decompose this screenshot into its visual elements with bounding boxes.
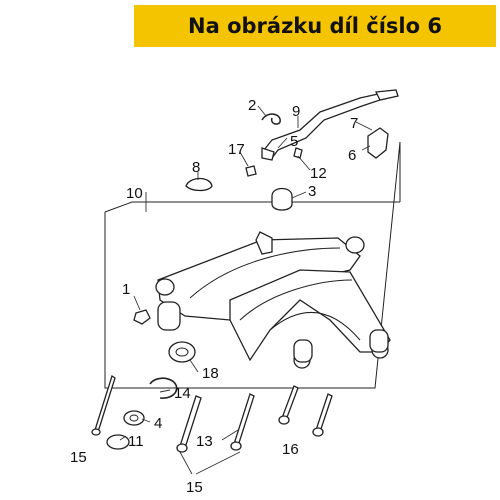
part-14-circlip <box>149 377 178 399</box>
callout-leaders <box>119 105 373 475</box>
part-9-rod <box>261 89 399 161</box>
callout-5: 5 <box>290 133 298 150</box>
callout-9: 9 <box>292 103 300 120</box>
callout-15-bottom: 15 <box>186 479 203 496</box>
callout-7: 7 <box>350 115 358 132</box>
callout-3: 3 <box>308 183 316 200</box>
callout-12: 12 <box>310 165 327 182</box>
part-3-bushing <box>271 187 293 211</box>
swingarm-frame-box <box>104 141 401 389</box>
callout-17: 17 <box>228 141 245 158</box>
callout-15-left: 15 <box>70 449 87 466</box>
part-4-washer <box>123 410 145 426</box>
part-17-bolt <box>245 165 257 177</box>
part-1-nut <box>133 309 151 325</box>
callout-16: 16 <box>282 441 299 458</box>
part-11-cap <box>106 434 130 450</box>
swingarm-part <box>155 231 391 369</box>
part-8-clip <box>185 177 213 192</box>
part-18-bushing <box>168 341 196 363</box>
callout-6: 6 <box>348 147 356 164</box>
callout-18: 18 <box>202 365 219 382</box>
swingarm-frame-box-top <box>104 201 400 213</box>
title-banner: Na obrázku díl číslo 6 <box>134 5 496 47</box>
part-2-clip <box>261 113 281 125</box>
callout-8: 8 <box>192 159 200 176</box>
callout-11: 11 <box>128 433 144 450</box>
callout-10: 10 <box>126 185 143 202</box>
part-6-bracket <box>367 127 389 159</box>
part-15-bolts <box>91 374 333 453</box>
callout-2: 2 <box>248 97 256 114</box>
callout-14: 14 <box>174 385 191 402</box>
callout-4: 4 <box>154 415 162 432</box>
callout-13: 13 <box>196 433 213 450</box>
banner-title: Na obrázku díl číslo 6 <box>188 14 442 38</box>
callout-1: 1 <box>122 281 130 298</box>
